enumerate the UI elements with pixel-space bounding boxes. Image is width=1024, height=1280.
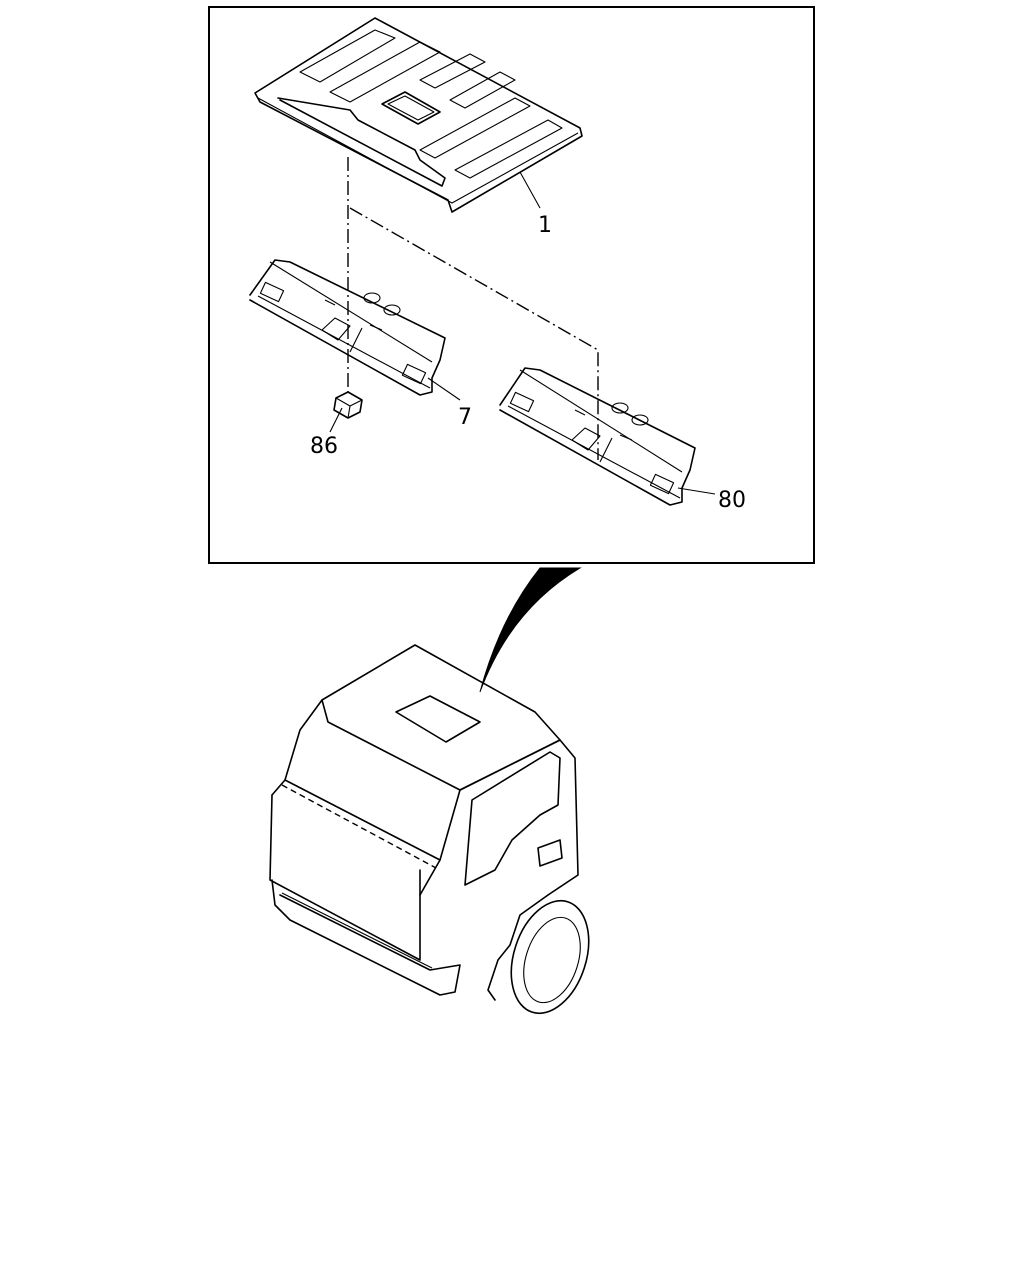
callout-label-7: 7: [458, 405, 472, 430]
clip-part: [333, 391, 363, 419]
rear-trim-panel: [499, 367, 696, 506]
detail-frame: [208, 6, 815, 564]
front-trim-panel: [249, 259, 446, 396]
callout-leaders: [329, 171, 716, 495]
roof-lining-panel: [254, 17, 583, 213]
location-pointer: [479, 567, 582, 693]
assembly-lines: [347, 157, 599, 460]
callout-label-1: 1: [538, 213, 552, 238]
callout-label-80: 80: [718, 488, 746, 513]
truck-cab-illustration: [269, 644, 590, 1015]
callout-label-86: 86: [310, 434, 338, 459]
